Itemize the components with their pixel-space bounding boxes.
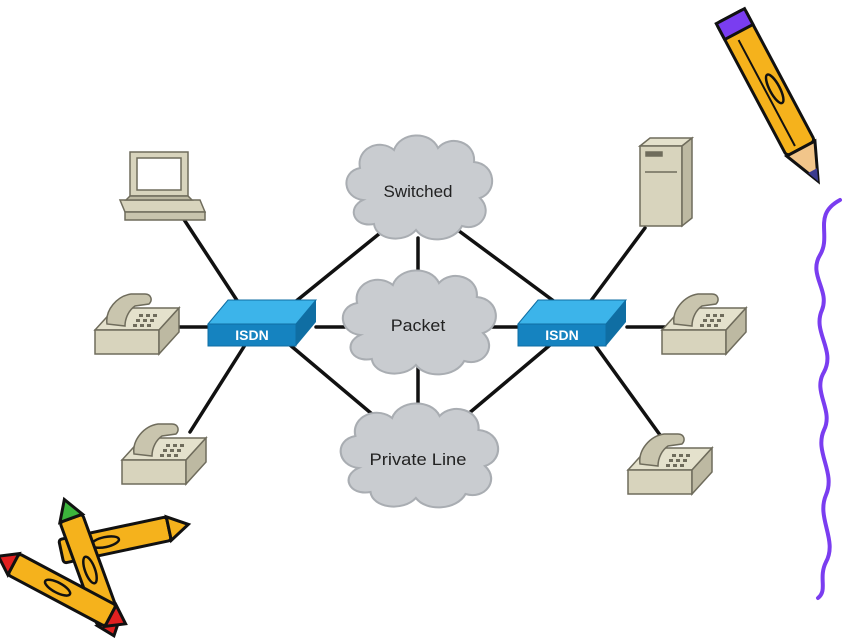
links bbox=[173, 216, 670, 437]
pencil-clipart bbox=[714, 6, 820, 185]
isdn-switch-left-label: ISDN bbox=[235, 327, 268, 343]
tower-server-icon bbox=[637, 136, 695, 228]
telephone-icon bbox=[626, 433, 714, 496]
isdn-switch-right: ISDN bbox=[516, 299, 628, 347]
link-left-isdn-private bbox=[288, 343, 387, 427]
isdn-switch-left: ISDN bbox=[206, 299, 318, 347]
link-private-right-isdn bbox=[453, 343, 552, 427]
crayons-clipart bbox=[0, 496, 192, 638]
cloud-private-line: Private Line bbox=[339, 402, 500, 509]
link-phone2-right-isdn bbox=[593, 343, 662, 437]
isdn-switch-right-label: ISDN bbox=[545, 327, 578, 343]
link-left-isdn-switched bbox=[293, 223, 392, 304]
desktop-computer-icon bbox=[118, 151, 207, 221]
link-server-right-isdn bbox=[588, 226, 647, 304]
telephone-icon bbox=[660, 293, 748, 356]
link-phone2-left-isdn bbox=[188, 343, 247, 434]
cloud-packet-label: Packet bbox=[391, 315, 446, 335]
cloud-packet: Packet bbox=[341, 269, 497, 376]
link-computer-left-isdn bbox=[181, 216, 242, 307]
squiggle-line bbox=[814, 198, 842, 600]
cloud-private-line-label: Private Line bbox=[370, 450, 467, 469]
cloud-switched: Switched bbox=[345, 134, 494, 241]
telephone-icon bbox=[93, 293, 181, 356]
cloud-switched-label: Switched bbox=[384, 182, 453, 201]
telephone-icon bbox=[120, 423, 208, 486]
link-switched-right-isdn bbox=[453, 226, 557, 304]
